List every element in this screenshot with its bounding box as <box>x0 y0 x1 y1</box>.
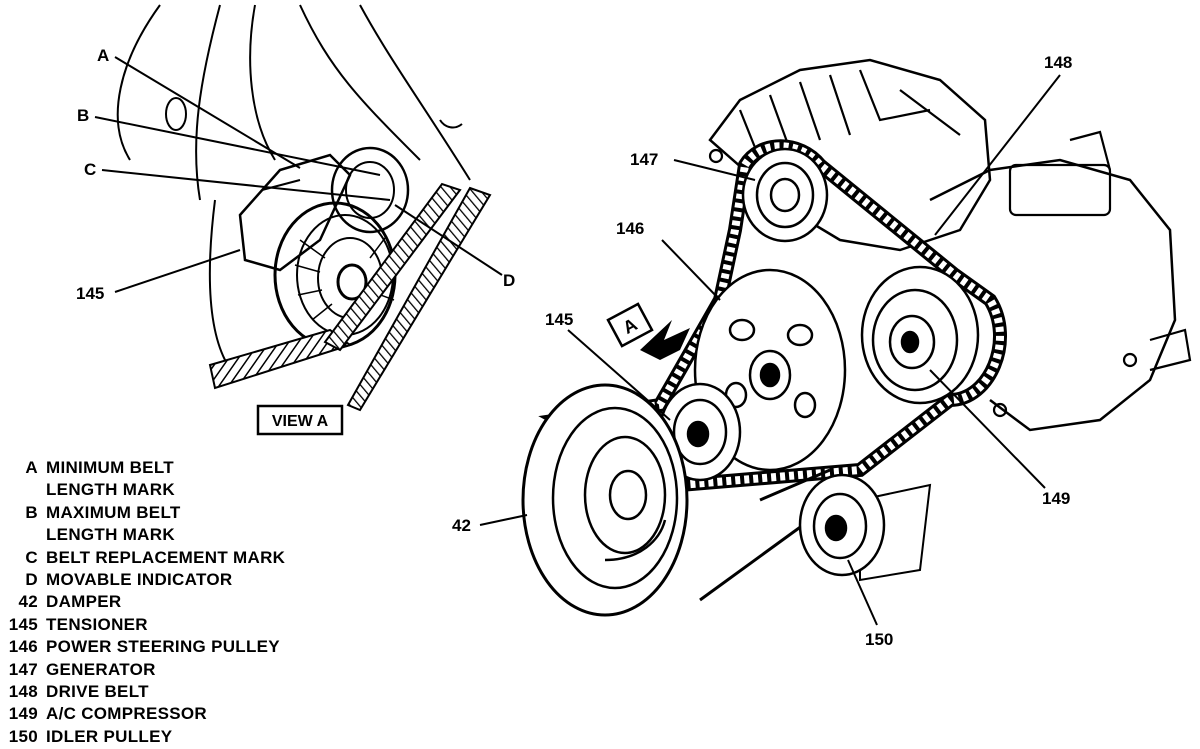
view-direction-arrow-icon <box>640 320 690 360</box>
legend-row: LENGTH MARK <box>0 479 175 501</box>
callout-150: 150 <box>865 630 893 649</box>
callout-145-view-a: 145 <box>76 284 104 303</box>
view-a-title-box: VIEW A <box>256 404 344 436</box>
legend-text: LENGTH MARK <box>46 525 175 545</box>
legend-text: DAMPER <box>46 592 122 612</box>
legend-key: 147 <box>8 659 38 679</box>
legend-row: A MINIMUM BELT <box>0 457 174 479</box>
callout-147: 147 <box>630 150 658 169</box>
view-a-leaders <box>94 56 503 293</box>
legend-text: GENERATOR <box>46 659 156 679</box>
legend-row: 146 POWER STEERING PULLEY <box>0 636 280 658</box>
legend-text: MOVABLE INDICATOR <box>46 570 233 589</box>
callout-42: 42 <box>452 516 471 535</box>
legend-row: LENGTH MARK <box>0 524 175 546</box>
callout-148: 148 <box>1044 53 1072 72</box>
view-a-flag: A <box>606 302 690 360</box>
callout-149: 149 <box>1042 489 1070 508</box>
legend-text: DRIVE BELT <box>46 682 149 701</box>
main-view-drawing <box>708 58 1192 582</box>
legend-text: POWER STEERING PULLEY <box>46 637 280 657</box>
legend-row: D MOVABLE INDICATOR <box>0 569 232 591</box>
main-pulleys <box>521 147 980 617</box>
legend-row: 148 DRIVE BELT <box>0 681 149 703</box>
legend-key: C <box>25 547 38 567</box>
callout-d: D <box>503 271 515 290</box>
legend-text: BELT REPLACEMENT MARK <box>46 547 286 567</box>
view-a-belt <box>208 328 353 390</box>
legend-text: MINIMUM BELT <box>46 458 174 477</box>
legend-row: B MAXIMUM BELT <box>0 502 181 524</box>
legend-text: A/C COMPRESSOR <box>46 704 207 724</box>
legend-row: 42 DAMPER <box>0 591 121 613</box>
callout-a: A <box>97 46 109 65</box>
legend-key: 150 <box>8 726 38 746</box>
callout-146: 146 <box>616 219 644 238</box>
legend-key: D <box>25 570 38 589</box>
legend-key: 148 <box>8 682 38 701</box>
legend-key: 42 <box>18 592 38 612</box>
legend-row: 145 TENSIONER <box>0 614 148 636</box>
callout-c: C <box>84 160 96 179</box>
callout-b: B <box>77 106 89 125</box>
legend-text: TENSIONER <box>46 614 148 634</box>
legend-key: 149 <box>8 704 38 724</box>
view-a-title: VIEW A <box>272 413 329 430</box>
legend-row: C BELT REPLACEMENT MARK <box>0 547 285 569</box>
legend-key: B <box>25 502 38 522</box>
legend-key: 146 <box>8 637 38 657</box>
legend-row: 147 GENERATOR <box>0 659 156 681</box>
drive-belt <box>538 139 1007 602</box>
legend-key: 145 <box>8 614 38 634</box>
legend-row: 149 A/C COMPRESSOR <box>0 703 207 725</box>
legend-text: IDLER PULLEY <box>46 726 173 746</box>
legend-text: MAXIMUM BELT <box>46 502 181 522</box>
legend-text: LENGTH MARK <box>46 480 175 500</box>
legend-key: A <box>25 458 38 477</box>
callout-145: 145 <box>545 310 573 329</box>
main-leaders <box>479 74 1061 626</box>
legend-row: 150 IDLER PULLEY <box>0 726 172 748</box>
